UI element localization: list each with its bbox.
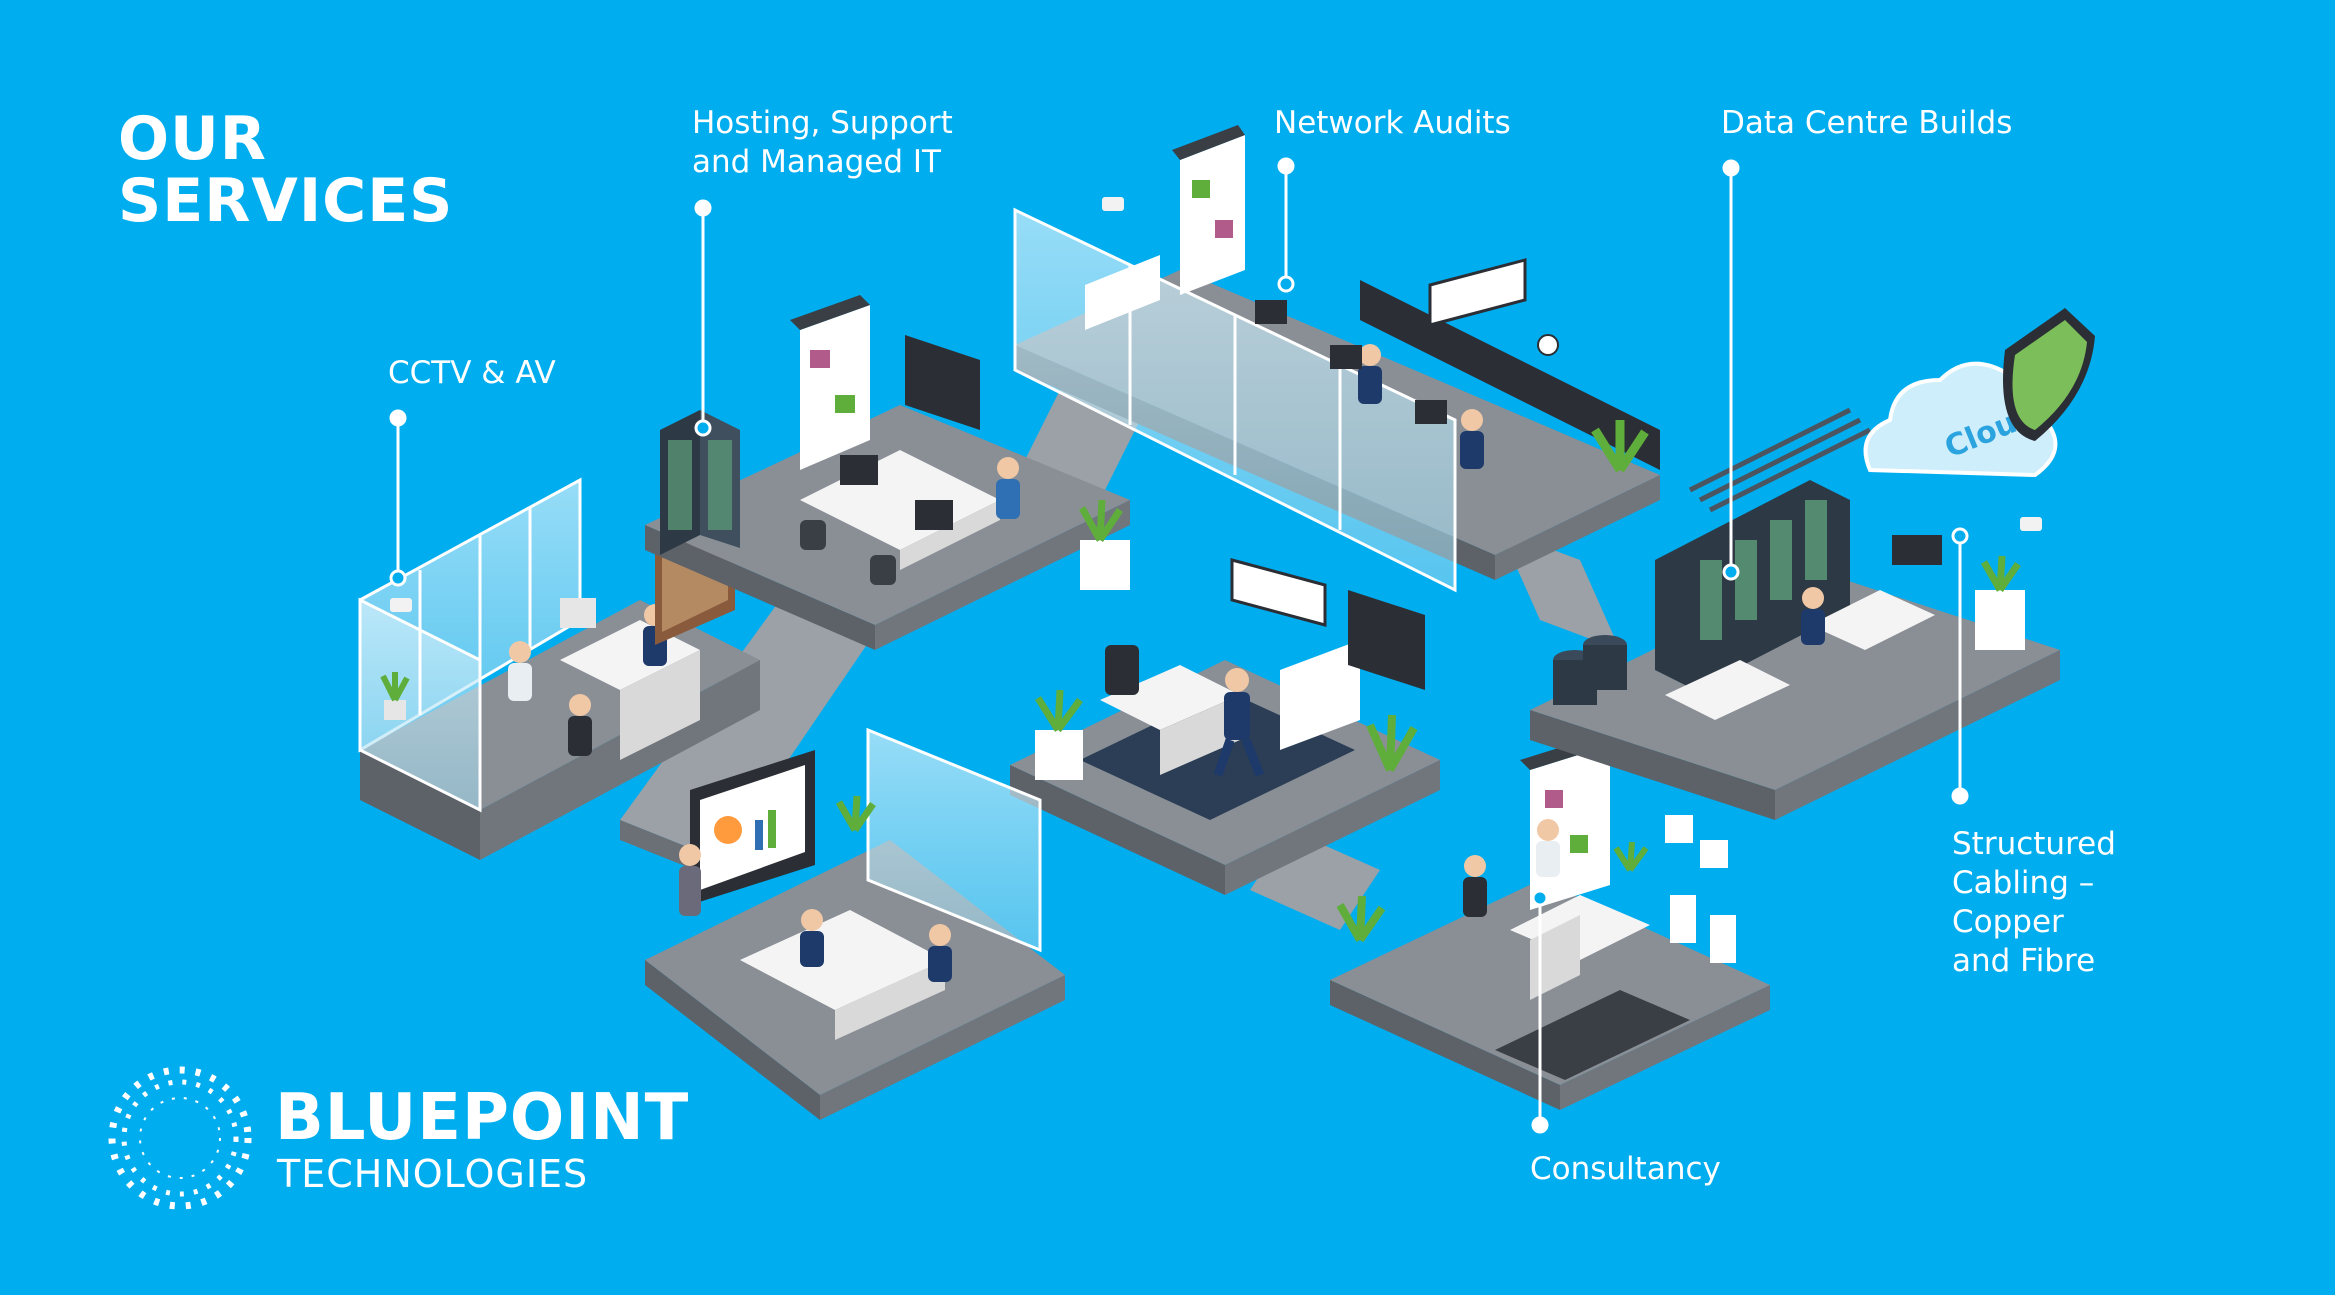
room-reception	[1010, 558, 1440, 895]
room-network	[1013, 125, 1660, 593]
page-title: OUR SERVICES	[118, 108, 453, 232]
room-open-office	[645, 727, 1065, 1120]
label-cctv-av: CCTV & AV	[388, 354, 556, 393]
label-hosting-line-2: and Managed IT	[692, 144, 941, 180]
label-cabling-line-3: Copper	[1952, 904, 2064, 940]
room-hosting	[645, 295, 1130, 650]
room-consultancy	[1330, 735, 1770, 1110]
label-cctv-av-text: CCTV & AV	[388, 355, 556, 391]
label-data-centre: Data Centre Builds	[1721, 104, 2012, 143]
brand-subtitle: TECHNOLOGIES	[277, 1152, 589, 1196]
pointer-lines	[389, 157, 1969, 1134]
bluepoint-logo-mark	[108, 1066, 252, 1210]
title-line-2: SERVICES	[118, 166, 454, 236]
label-consultancy: Consultancy	[1530, 1150, 1721, 1189]
shield-icon	[2003, 308, 2095, 441]
brand-name: BLUEPOINT	[275, 1081, 690, 1155]
label-cabling-line-2: Cabling –	[1952, 865, 2095, 901]
label-data-centre-text: Data Centre Builds	[1721, 105, 2013, 141]
label-network-audits-text: Network Audits	[1274, 105, 1511, 141]
label-hosting: Hosting, Support and Managed IT	[692, 104, 953, 182]
label-cabling-line-4: and Fibre	[1952, 943, 2096, 979]
brand-wordmark: BLUEPOINT TECHNOLOGIES	[275, 1083, 689, 1195]
title-line-1: OUR	[118, 104, 267, 174]
label-network-audits: Network Audits	[1274, 104, 1511, 143]
label-cabling-line-1: Structured	[1952, 826, 2116, 862]
label-structured-cabling: Structured Cabling – Copper and Fibre	[1952, 825, 2116, 981]
label-consultancy-text: Consultancy	[1530, 1151, 1721, 1187]
label-hosting-line-1: Hosting, Support	[692, 105, 953, 141]
room-datacentre	[1530, 407, 2060, 820]
